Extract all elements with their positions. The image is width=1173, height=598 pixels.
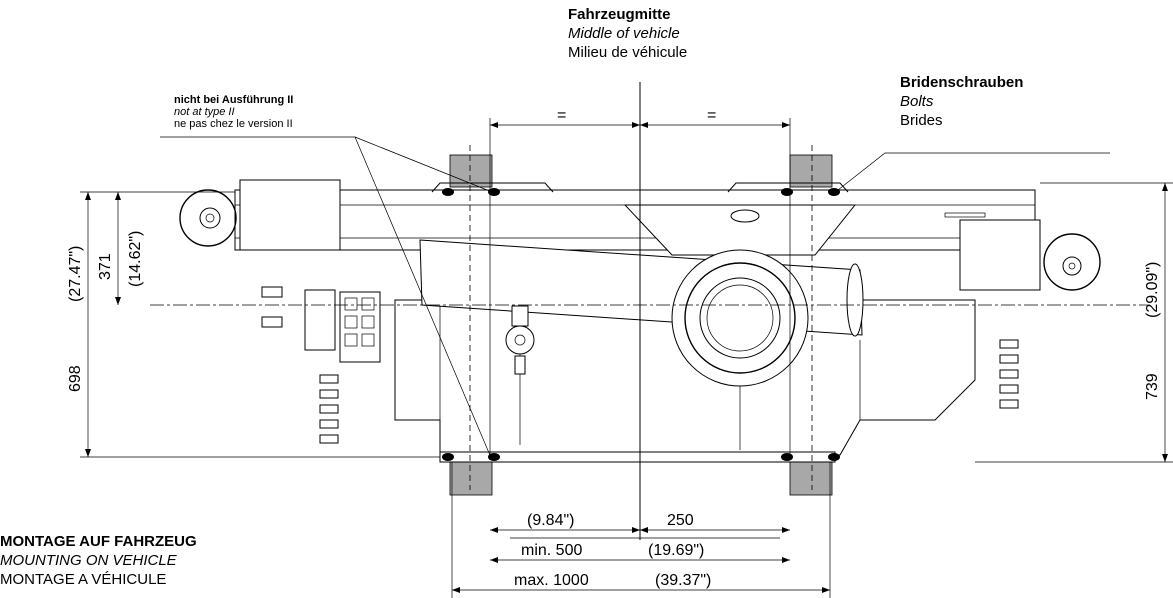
- label-mounting-fr: MONTAGE A VÉHICULE: [0, 571, 166, 588]
- frame-rail-left-top: [449, 154, 493, 188]
- frame-rail-right-top: [789, 154, 833, 188]
- leader-bolts: [837, 152, 1110, 191]
- valve: [505, 325, 535, 355]
- dim-739-inch: (29.09"): [1144, 262, 1161, 318]
- hose-connectors-right: [999, 339, 1019, 409]
- label-vehicle-center-fr: Milieu de véhicule: [568, 44, 687, 61]
- label-mounting-de: MONTAGE AUF FAHRZEUG: [0, 533, 197, 550]
- left-roller-outer: [179, 189, 237, 247]
- machine-body: [179, 179, 1101, 463]
- right-roller-outer: [1043, 233, 1101, 291]
- dim-half-min: 250: [667, 512, 694, 529]
- label-not-at-type-en: not at type II: [174, 106, 235, 118]
- upper-crossbeam: [234, 189, 1036, 251]
- center-lines: [150, 82, 1150, 540]
- dimension-left-vertical: [80, 191, 440, 458]
- left-end-block: [239, 179, 341, 251]
- dimension-right-vertical: [975, 182, 1173, 463]
- label-bolts-de: Bridenschrauben: [900, 74, 1023, 91]
- handle-left: [431, 182, 554, 193]
- label-mounting-en: MOUNTING ON VEHICLE: [0, 552, 178, 569]
- gear-ring: [684, 262, 796, 374]
- dim-equal-right: =: [707, 107, 716, 124]
- dimension-equal: [490, 122, 790, 128]
- handle-right: [727, 182, 849, 193]
- dim-min-width: min. 500: [521, 542, 582, 559]
- label-bolts-en: Bolts: [900, 93, 934, 110]
- hose-connectors-left: [319, 374, 339, 444]
- dim-half-min-inch: (9.84"): [527, 512, 574, 529]
- label-vehicle-center-en: Middle of vehicle: [568, 25, 680, 42]
- left-roller-inner: [199, 207, 221, 229]
- dim-min-width-inch: (19.69"): [648, 542, 704, 559]
- dim-698-inch: (27.47"): [67, 246, 84, 302]
- dim-max-width-inch: (39.37"): [655, 572, 711, 589]
- control-block: [339, 291, 381, 363]
- dimension-bottom: [451, 462, 831, 598]
- label-not-at-type-de: nicht bei Ausführung II: [174, 94, 293, 106]
- dim-698: 698: [67, 365, 84, 392]
- dim-371-inch: (14.62"): [127, 231, 144, 287]
- dim-max-width: max. 1000: [514, 572, 589, 589]
- leader-lines: [160, 136, 1110, 461]
- dim-739: 739: [1144, 373, 1161, 400]
- funnel: [623, 204, 857, 256]
- gear-inner: [699, 277, 781, 359]
- right-roller-inner: [1062, 256, 1082, 276]
- dim-371: 371: [97, 253, 114, 280]
- label-vehicle-center-de: Fahrzeugmitte: [568, 6, 671, 23]
- label-bolts-fr: Brides: [900, 112, 943, 129]
- dim-equal-left: =: [557, 107, 566, 124]
- label-not-at-type-fr: ne pas chez le version II: [174, 118, 293, 130]
- lower-housing: [394, 299, 976, 456]
- right-end-block: [959, 219, 1041, 291]
